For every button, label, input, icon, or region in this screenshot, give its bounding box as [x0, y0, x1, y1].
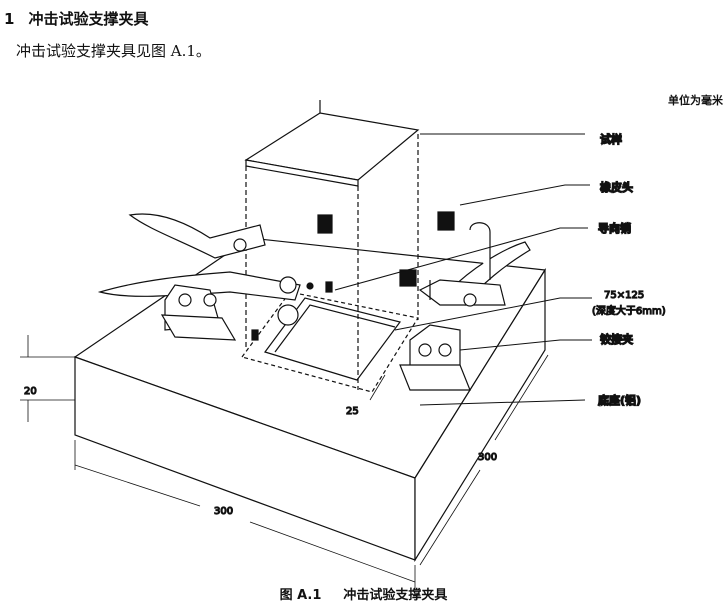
label-window-size: 75×125: [604, 290, 644, 301]
label-hinge-clamp: 铰接夹: [600, 332, 633, 346]
specimen-plate: [244, 100, 420, 390]
dim-offset: 25: [346, 406, 359, 417]
section-title: 冲击试验支撑夹具: [28, 10, 149, 28]
dim-width: 300: [214, 506, 233, 517]
unit-note: 单位为毫米: [668, 94, 723, 107]
label-rubber-head: 橡皮头: [600, 180, 633, 194]
body-paragraph: 冲击试验支撑夹具见图 A.1。: [16, 42, 211, 60]
figure-title: 冲击试验支撑夹具: [343, 588, 448, 603]
hinge-clamp-left: [97, 213, 301, 341]
label-guide-pin: 导向销: [598, 221, 631, 235]
dim-height: 20: [24, 386, 37, 397]
label-base: 底座(铝): [598, 393, 641, 407]
guide-pin-icons: [251, 276, 333, 341]
label-specimen: 试样: [600, 132, 622, 146]
dim-depth: 300: [478, 452, 497, 463]
leader-lines: [334, 133, 592, 406]
dimension-lines: [20, 335, 549, 590]
label-window-depth: (深度大于6mm): [592, 304, 666, 317]
section-number: 1: [4, 10, 15, 28]
figure-caption: 图 A.1 冲击试验支撑夹具: [0, 584, 727, 603]
section-heading: 1 冲击试验支撑夹具: [4, 8, 148, 29]
hinge-clamp-right: [399, 222, 531, 391]
figure-number: 图 A.1: [279, 588, 322, 603]
